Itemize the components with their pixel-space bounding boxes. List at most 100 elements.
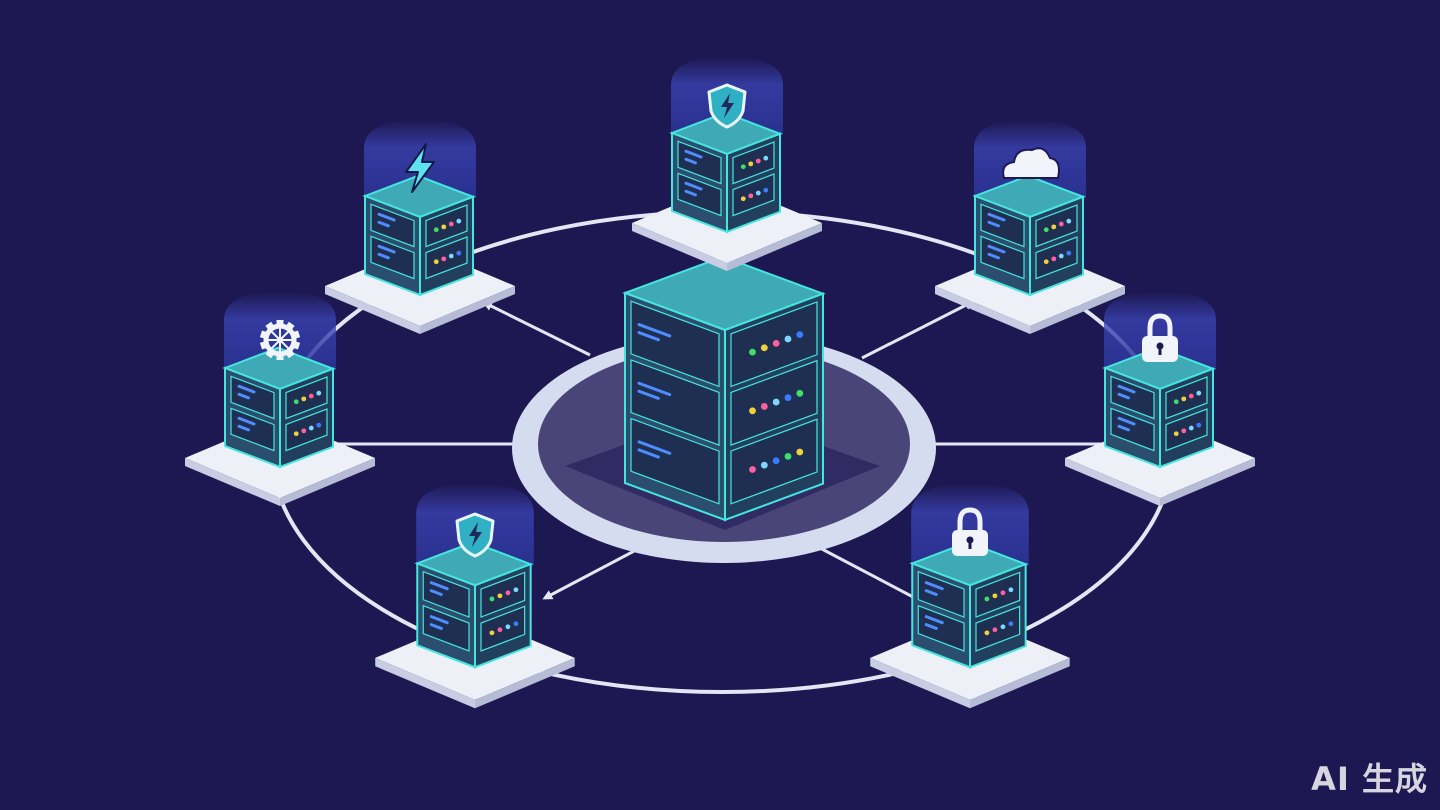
status-led xyxy=(1008,621,1014,627)
status-bar xyxy=(429,623,443,630)
status-led xyxy=(749,348,756,356)
status-bar xyxy=(924,589,938,596)
status-led xyxy=(784,394,792,402)
status-led xyxy=(489,596,495,602)
server-node-lock-bottom xyxy=(870,483,1070,709)
connector-line xyxy=(861,300,975,360)
status-led xyxy=(301,428,307,434)
rack-slot xyxy=(732,141,775,185)
status-led xyxy=(755,158,761,164)
status-led xyxy=(760,461,768,469)
status-led xyxy=(772,340,780,347)
status-led xyxy=(1181,428,1187,434)
status-led xyxy=(433,259,439,265)
server-node-shield-top xyxy=(632,57,822,271)
status-led xyxy=(992,593,998,599)
bolt-shape xyxy=(469,522,482,547)
node-platform-edge xyxy=(280,458,375,506)
rack-slot xyxy=(732,173,775,217)
status-led xyxy=(433,227,439,233)
status-bar xyxy=(637,323,672,338)
node-platform-edge xyxy=(870,657,970,709)
status-led xyxy=(441,256,447,262)
status-bar xyxy=(987,212,1006,222)
status-led xyxy=(1051,256,1057,262)
rack-slot xyxy=(630,300,720,388)
status-bar xyxy=(429,589,443,596)
status-led xyxy=(1066,250,1072,256)
node-platform-edge xyxy=(935,286,1030,334)
central-server xyxy=(622,255,826,522)
hub-connections xyxy=(320,300,1110,600)
status-bar xyxy=(637,448,660,459)
status-bar xyxy=(429,581,449,591)
status-led xyxy=(740,196,746,202)
rack-slot xyxy=(975,571,1021,618)
status-led xyxy=(748,193,754,199)
status-led xyxy=(1043,259,1049,265)
node-platform-edge xyxy=(420,286,515,334)
server-node-gear xyxy=(185,292,375,506)
status-led xyxy=(772,398,780,406)
status-bar xyxy=(1117,424,1130,432)
status-bar xyxy=(637,389,660,400)
status-bar xyxy=(377,212,396,222)
status-led xyxy=(1000,624,1006,630)
keyhole xyxy=(966,536,974,544)
status-led xyxy=(984,596,990,602)
status-led xyxy=(796,331,804,339)
status-led xyxy=(505,590,511,596)
status-bar xyxy=(377,220,390,228)
status-led xyxy=(1000,590,1006,596)
status-led xyxy=(1008,587,1014,593)
status-led xyxy=(755,190,761,196)
status-bar xyxy=(924,581,944,591)
status-led xyxy=(1188,425,1194,431)
padlock-icon xyxy=(1142,313,1178,362)
keyhole-slot xyxy=(1158,347,1162,355)
status-bar xyxy=(684,149,703,159)
status-bar xyxy=(237,392,250,400)
status-led xyxy=(1066,218,1072,224)
status-led xyxy=(796,389,804,397)
shield-lightning-icon xyxy=(455,512,495,558)
status-bar xyxy=(237,384,256,394)
node-server xyxy=(414,541,534,669)
server-nodes xyxy=(185,57,1255,709)
rack-slot xyxy=(480,571,526,618)
node-platform-edge xyxy=(1160,458,1255,506)
status-led xyxy=(760,403,768,410)
node-server xyxy=(669,111,783,234)
status-bar xyxy=(1117,384,1136,394)
ai-generated-watermark: AI 生成 xyxy=(1311,760,1428,798)
central-hub xyxy=(512,255,936,563)
status-led xyxy=(1173,399,1179,405)
status-led xyxy=(293,431,299,437)
server-node-shield-bottom xyxy=(375,483,575,709)
status-led xyxy=(505,624,511,630)
node-server xyxy=(909,541,1029,669)
status-led xyxy=(1058,221,1064,227)
status-led xyxy=(301,396,307,402)
node-platform-edge xyxy=(1065,458,1160,506)
rack-slot xyxy=(425,204,468,248)
status-led xyxy=(293,399,299,405)
status-led xyxy=(749,466,756,473)
node-platform-edge xyxy=(475,657,575,709)
connector-line xyxy=(482,301,591,357)
lock-shackle xyxy=(1147,313,1173,338)
status-led xyxy=(513,621,519,627)
lightning-icon xyxy=(405,143,435,193)
status-led xyxy=(992,627,998,633)
node-platform-edge xyxy=(325,286,420,334)
node-platform-edge xyxy=(727,223,822,271)
status-led xyxy=(740,164,746,170)
status-bar xyxy=(924,615,944,625)
status-bar xyxy=(1117,392,1130,400)
status-led xyxy=(1173,431,1179,437)
status-bar xyxy=(924,623,938,630)
bolt-shape xyxy=(721,93,734,118)
status-bar xyxy=(429,615,449,625)
status-led xyxy=(1043,227,1049,233)
shield-lightning-icon xyxy=(707,83,747,129)
